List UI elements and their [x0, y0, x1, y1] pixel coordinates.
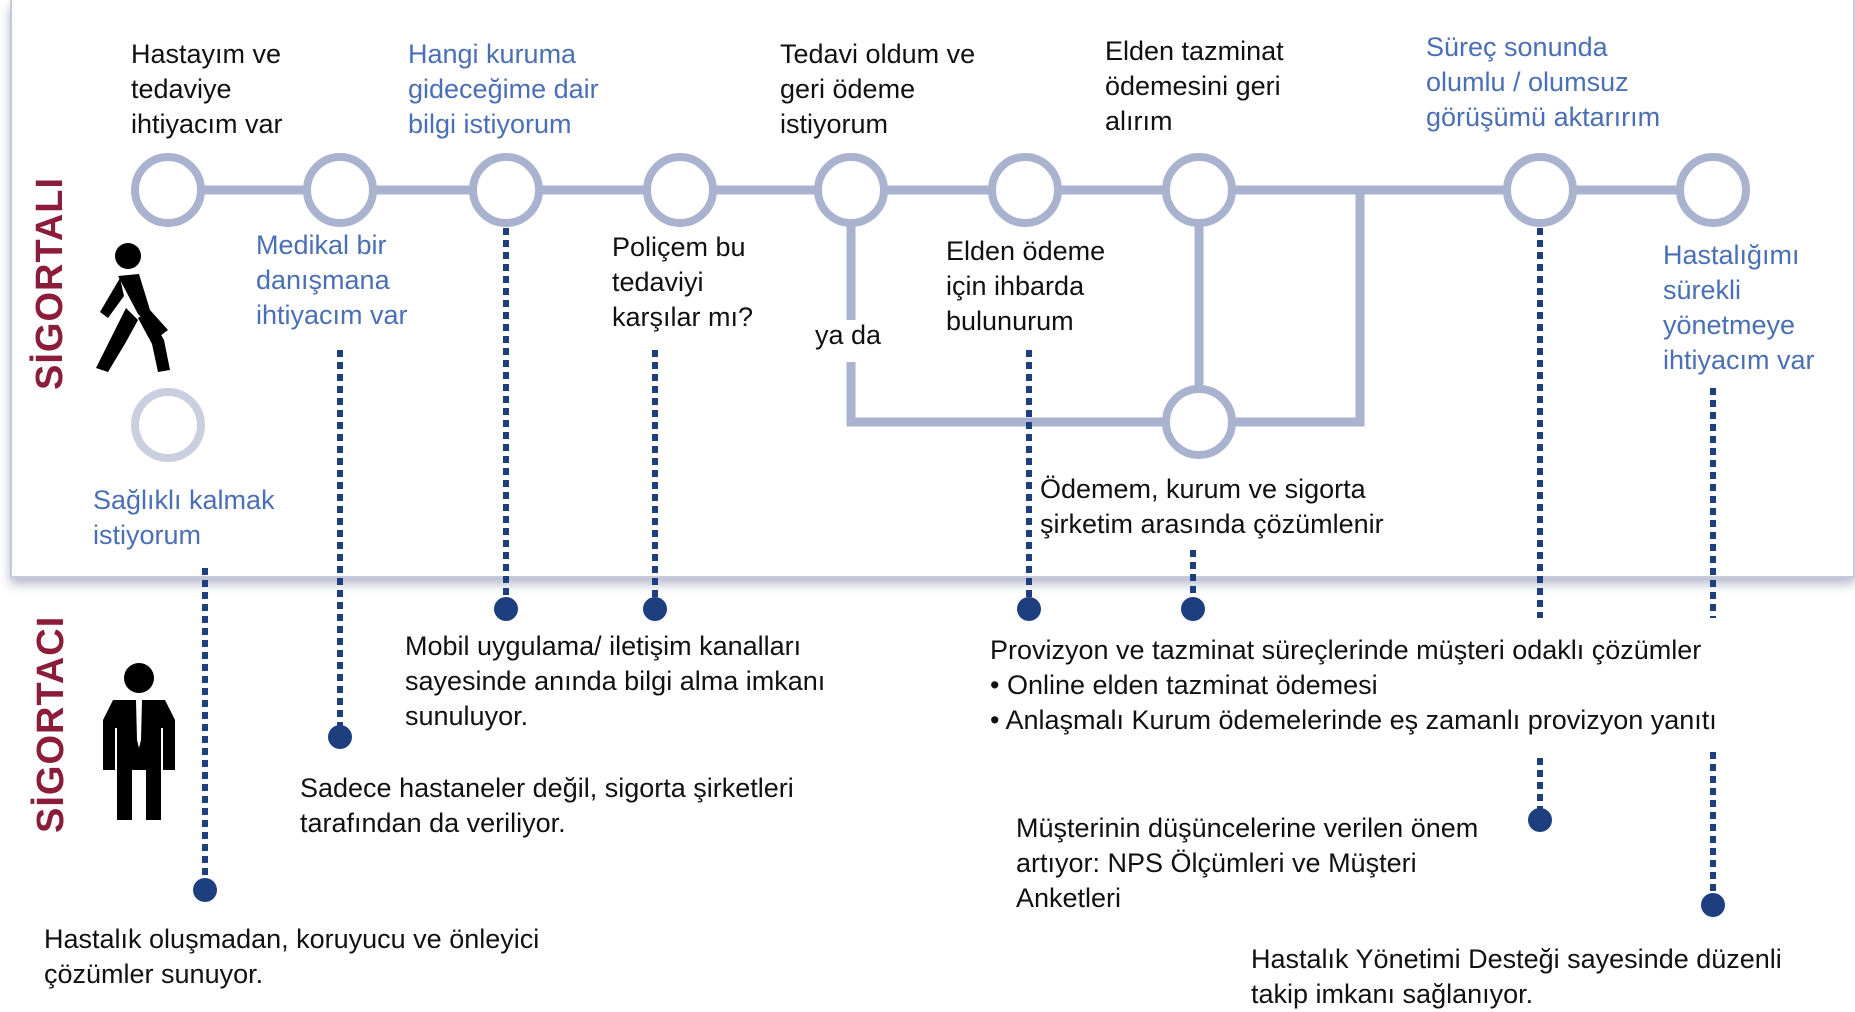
dot-provision-a [1017, 597, 1041, 621]
node-institution [469, 153, 543, 227]
sigortaci-label: SİGORTACI [30, 615, 72, 833]
branch-left-connector-lower [846, 362, 1163, 427]
node-healthy [131, 388, 205, 462]
dot-disease-mgmt [1701, 893, 1725, 917]
end-dots [193, 597, 1725, 917]
journey-nodes [131, 153, 1750, 462]
node-chronic [1676, 153, 1750, 227]
advisors-text: Sadece hastaneler değil, sigorta şirketl… [300, 773, 794, 838]
node-cash-notice [988, 153, 1062, 227]
dot-advisors [328, 725, 352, 749]
sigortali-label: SİGORTALI [29, 176, 71, 390]
walking-person-icon [96, 243, 170, 372]
or-label: ya da [815, 320, 882, 350]
branch-right-connector [1235, 190, 1365, 427]
disease-mgmt-text: Hastalık Yönetimi Desteği sayesinde düze… [1251, 944, 1782, 1009]
node-resolve [1162, 385, 1236, 459]
node-sick [131, 153, 205, 227]
dot-provision-b [1181, 597, 1205, 621]
dot-nps [1528, 808, 1552, 832]
preventive-text: Hastalık oluşmadan, koruyucu ve önleyici… [44, 924, 540, 989]
insured-journey-panel [10, 0, 1855, 578]
node-policy [643, 153, 717, 227]
business-person-icon [103, 663, 175, 820]
node-advisor [303, 153, 377, 227]
dot-mobile-b [643, 597, 667, 621]
node-feedback [1503, 153, 1577, 227]
dotted-connectors [202, 228, 1716, 900]
dot-mobile-a [494, 597, 518, 621]
provision-text: Provizyon ve tazminat süreçlerinde müşte… [990, 635, 1717, 735]
node-cash-payment [1162, 153, 1236, 227]
dot-preventive [193, 878, 217, 902]
node-treated [814, 153, 888, 227]
